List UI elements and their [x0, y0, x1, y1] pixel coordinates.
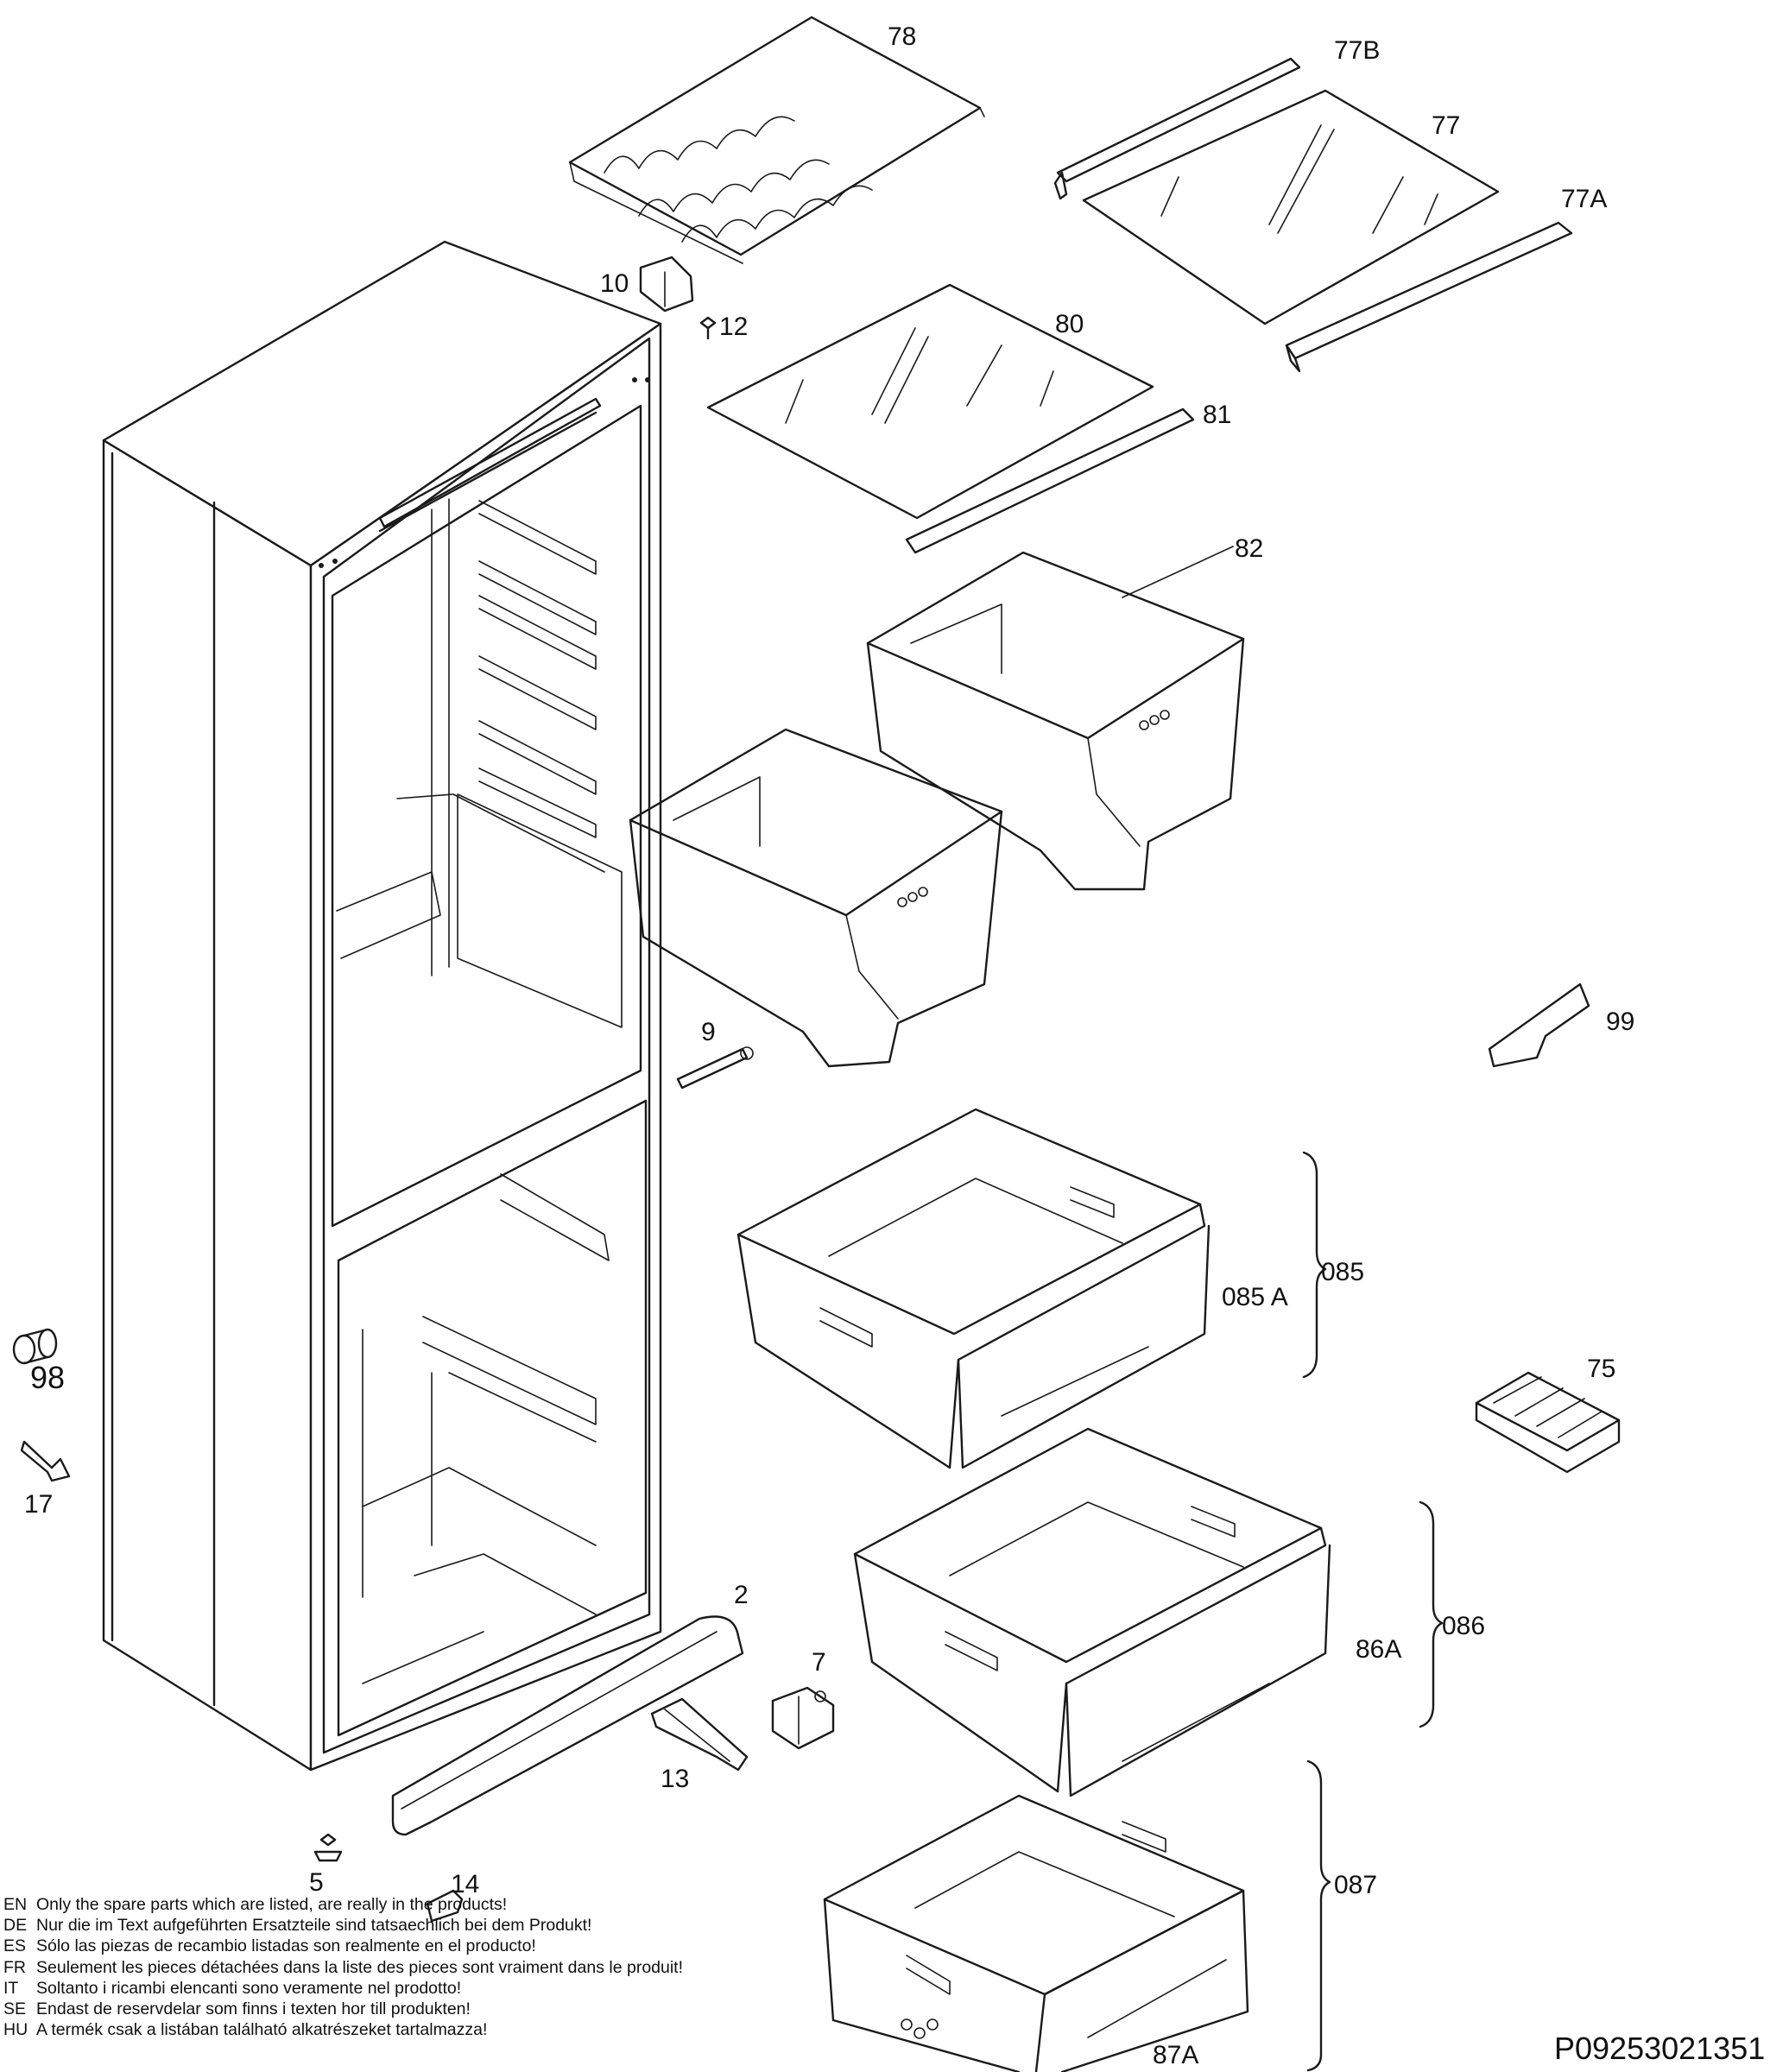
part-80-glass-shelf: [706, 283, 1195, 554]
label-5: 5: [309, 1868, 324, 1897]
part-13: [650, 1697, 749, 1772]
part-085-drawer: [736, 1108, 1211, 1469]
bracket-085: [1302, 1151, 1327, 1379]
label-086: 086: [1442, 1612, 1485, 1640]
label-14: 14: [451, 1870, 479, 1898]
label-17: 17: [24, 1490, 53, 1519]
label-087: 087: [1334, 1871, 1377, 1899]
document-id: P09253021351: [1554, 2031, 1766, 2066]
part-78-bottle-rack: [568, 16, 985, 264]
part-10-bracket: [639, 256, 694, 313]
label-82: 82: [1235, 534, 1263, 563]
part-7-hinge: [771, 1686, 835, 1750]
part-2-bottom-trim: [391, 1615, 744, 1836]
label-9: 9: [701, 1018, 716, 1046]
part-14: [426, 1889, 464, 1923]
label-085a: 085 A: [1222, 1283, 1288, 1311]
label-7: 7: [812, 1648, 826, 1677]
label-86a: 86A: [1356, 1635, 1401, 1664]
part-77-glass-shelf: [1053, 57, 1573, 373]
label-77a: 77A: [1561, 185, 1607, 213]
part-labels: 78 77B 77 77A 10 12 80 81 82 9 99 085 08…: [24, 22, 1634, 2069]
cabinet: [102, 240, 662, 1772]
part-17: [20, 1440, 71, 1482]
label-12: 12: [719, 313, 748, 341]
label-81: 81: [1203, 401, 1231, 429]
part-5-screw: [313, 1833, 343, 1862]
part-12-screw: [699, 316, 717, 340]
label-2: 2: [734, 1581, 749, 1609]
freezer-rails: [362, 1173, 610, 1684]
label-10: 10: [600, 269, 629, 298]
label-98: 98: [30, 1360, 65, 1395]
label-77b: 77B: [1334, 36, 1380, 65]
label-13: 13: [661, 1765, 689, 1793]
label-75: 75: [1587, 1355, 1615, 1383]
bracket-086: [1419, 1500, 1444, 1728]
label-80: 80: [1055, 310, 1084, 338]
shelf-rails-fridge: [431, 498, 597, 976]
label-77: 77: [1432, 111, 1460, 140]
part-82-crisper-bins: [629, 551, 1245, 1068]
label-78: 78: [888, 22, 916, 51]
bracket-087: [1306, 1759, 1331, 2072]
part-98: [12, 1328, 58, 1365]
label-87a: 87A: [1153, 2041, 1198, 2069]
label-99: 99: [1606, 1008, 1634, 1036]
label-085: 085: [1321, 1258, 1364, 1286]
part-75-ice-tray: [1475, 1371, 1621, 1474]
part-086-drawer: [853, 1427, 1331, 1797]
part-9-hinge: [676, 1046, 754, 1090]
part-087-drawer: [823, 1794, 1249, 2072]
part-99: [1488, 982, 1590, 1068]
